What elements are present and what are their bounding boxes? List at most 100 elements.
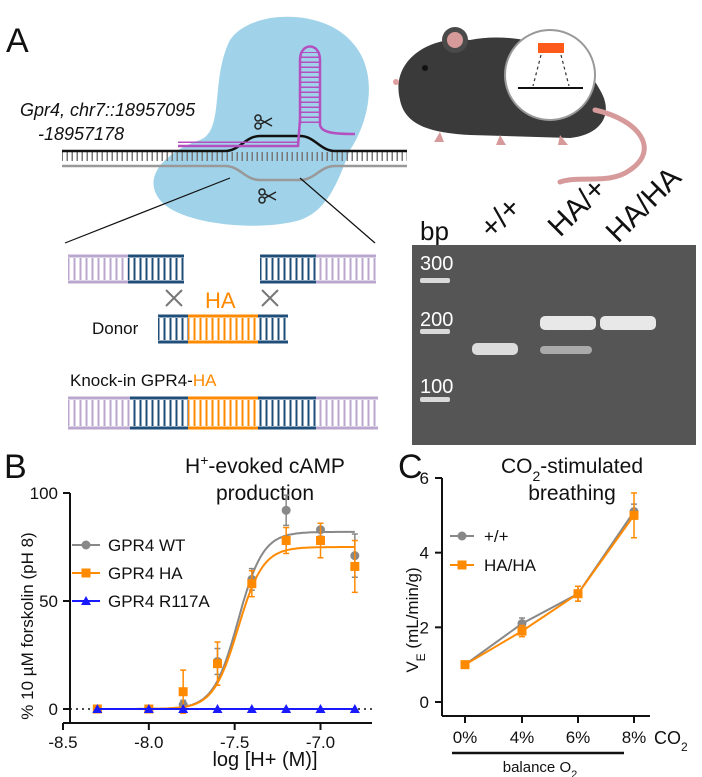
guide-rna-stem xyxy=(298,45,356,136)
legend-label: +/+ xyxy=(484,527,509,546)
data-point xyxy=(178,704,189,713)
guide-rna xyxy=(178,119,302,148)
legend-label: HA/HA xyxy=(484,556,537,575)
x-tick-label: -7.0 xyxy=(306,733,335,752)
locus-label-line2: -18957178 xyxy=(38,124,124,144)
data-point xyxy=(247,579,257,589)
data-point xyxy=(281,704,292,713)
scissors-icon xyxy=(254,114,273,130)
data-point xyxy=(350,561,360,571)
gel-band xyxy=(472,343,518,355)
gel-band xyxy=(540,346,592,354)
y-tick-label: 0 xyxy=(49,700,58,719)
knockin-label: Knock-in GPR4-HA xyxy=(70,371,217,390)
y-tick-label: 4 xyxy=(420,544,429,563)
ladder-band xyxy=(420,278,450,283)
x-tick-label: -8.0 xyxy=(134,733,163,752)
legend-marker xyxy=(81,540,91,550)
guide-rna-pairing xyxy=(178,138,298,146)
panel-c-letter: C xyxy=(398,448,423,486)
data-point xyxy=(143,704,154,713)
x-tick-label: -7.5 xyxy=(220,733,249,752)
panel-b-letter: B xyxy=(4,448,27,486)
series-line xyxy=(464,514,635,666)
y-tick-label: 0 xyxy=(420,693,429,712)
legend-label: GPR4 HA xyxy=(108,564,183,583)
chart-c-xaxis-label: CO2 xyxy=(654,728,688,754)
data-point xyxy=(92,704,103,713)
chart-c-title-line1: CO2-stimulated xyxy=(501,455,643,484)
crossover-mark xyxy=(165,289,183,307)
y-tick-label: 2 xyxy=(420,618,429,637)
data-point xyxy=(213,659,222,669)
series-line xyxy=(464,511,635,666)
x-tick-label: -8.5 xyxy=(48,733,77,752)
zoom-line xyxy=(299,177,376,244)
data-point xyxy=(629,510,639,520)
homology-arm-left xyxy=(68,254,184,284)
crossover-mark xyxy=(261,289,279,307)
data-point xyxy=(517,626,527,636)
data-point xyxy=(212,704,223,713)
data-point xyxy=(460,660,470,670)
scissors-icon xyxy=(258,188,277,204)
x-tick-label: 0% xyxy=(453,728,478,747)
chart-c-legend: +/+ HA/HA xyxy=(450,527,537,575)
chart-b-ylabel: % 10 µM forskolin (pH 8) xyxy=(18,532,37,719)
dna-bottom-strand xyxy=(62,164,407,182)
chart-b-legend: GPR4 WT GPR4 HA GPR4 R117A xyxy=(72,536,210,611)
legend-label: GPR4 R117A xyxy=(108,592,210,611)
dna-top-strand xyxy=(62,134,407,153)
data-point xyxy=(281,536,291,546)
data-point xyxy=(573,589,583,599)
panel-a-letter: A xyxy=(6,22,29,60)
data-point xyxy=(178,687,188,697)
genomic-dna-rungs xyxy=(62,152,407,161)
fit-curve xyxy=(97,530,355,710)
legend-marker xyxy=(81,596,91,605)
insert-label: HA xyxy=(205,288,236,313)
y-tick-label: 50 xyxy=(39,592,58,611)
chart-b: 0 50 100 -8.5 -8.0 -7.5 -7.0 xyxy=(30,484,372,752)
chart-c-title-line2: breathing xyxy=(528,482,616,505)
legend-marker xyxy=(457,531,467,541)
chart-c-ylabel: VE (mL/min/g) xyxy=(403,567,428,672)
ha-insert-magnifier-icon xyxy=(504,29,596,121)
balance-label: balance O2 xyxy=(503,759,578,777)
zoom-line xyxy=(64,177,231,244)
data-point xyxy=(315,704,326,713)
legend-label: GPR4 WT xyxy=(108,536,185,555)
chart-b-title-line1: H+-evoked cAMP xyxy=(185,452,345,478)
data-point xyxy=(246,704,257,713)
donor-construct xyxy=(158,314,288,344)
x-tick-label: 8% xyxy=(622,728,647,747)
gel-image xyxy=(412,245,696,445)
guide-rna-hairpin xyxy=(300,52,320,124)
y-tick-label: 100 xyxy=(30,484,58,503)
x-tick-label: 6% xyxy=(566,728,591,747)
y-tick-label: 6 xyxy=(420,469,429,488)
gel-lane-label: +/+ xyxy=(474,191,528,245)
chart-b-xlabel: log [H+ (M)] xyxy=(212,749,317,771)
ladder-label: 100 xyxy=(420,376,453,398)
chart-c: 0 2 4 6 0% 4% 6% 8% xyxy=(420,469,650,747)
ladder-label: 200 xyxy=(420,309,453,331)
gel-bp-label: bp xyxy=(420,216,449,246)
gel-band xyxy=(540,316,596,330)
homology-arm-right xyxy=(260,254,376,284)
data-point xyxy=(281,505,291,515)
gel-band xyxy=(600,316,656,330)
locus-label-line1: Gpr4, chr7::18957095 xyxy=(20,100,196,120)
gel-lane-label: HA/HA xyxy=(600,161,688,249)
chart-b-title-line2: production xyxy=(216,482,314,505)
data-point xyxy=(316,536,325,546)
legend-marker xyxy=(81,568,91,578)
legend-marker xyxy=(457,560,467,570)
ladder-label: 300 xyxy=(420,253,453,275)
data-point xyxy=(349,704,360,713)
ladder-band xyxy=(420,397,450,402)
knockin-allele xyxy=(68,396,378,430)
ladder-band xyxy=(420,329,450,334)
x-tick-label: 4% xyxy=(510,728,535,747)
